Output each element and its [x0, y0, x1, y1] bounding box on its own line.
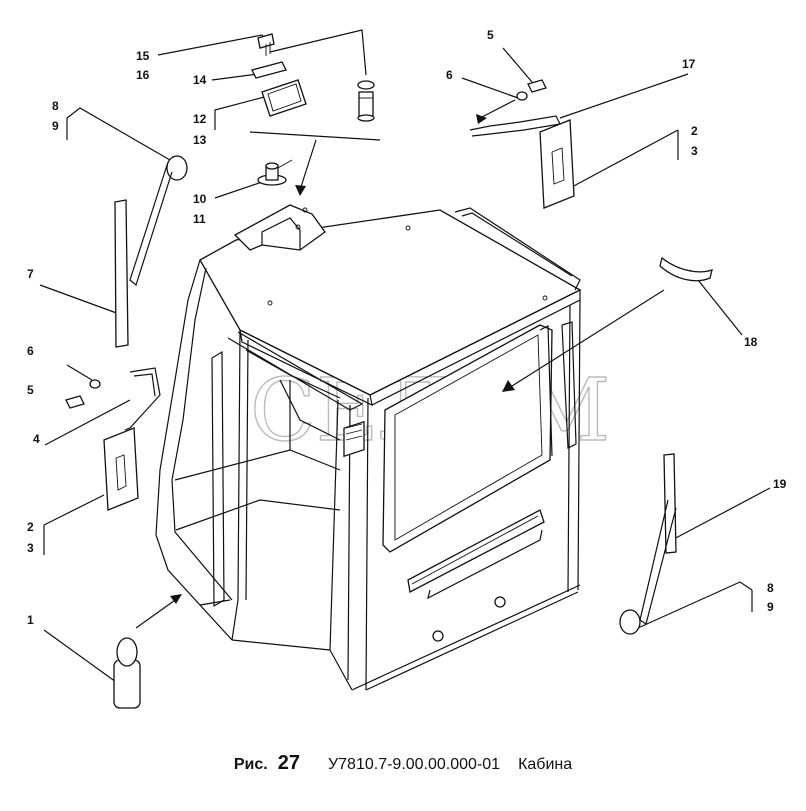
latch-bolt	[494, 596, 506, 608]
callout-18: 18	[744, 335, 758, 349]
part-seal-18	[659, 256, 713, 282]
figure-title: Кабина	[518, 756, 573, 773]
part-mirror-bracket-left	[65, 367, 161, 431]
callout-3-right: 3	[691, 144, 698, 158]
part-antenna-base-10	[257, 159, 293, 186]
loose-parts	[65, 33, 713, 709]
figure-label: Рис.	[233, 756, 268, 773]
callout-12: 12	[193, 112, 207, 126]
callout-13: 13	[193, 133, 207, 147]
callout-9-left: 9	[52, 119, 59, 133]
callout-6-left: 6	[27, 344, 34, 358]
part-mirror-right	[469, 79, 575, 209]
callout-10: 10	[193, 192, 207, 206]
vent-grille	[343, 420, 365, 458]
roof-bracket	[233, 204, 326, 251]
drawing-code: У7810.7-9.00.00.000-01	[327, 756, 501, 773]
callout-17: 17	[682, 57, 696, 71]
cabin-body	[155, 204, 582, 691]
part-wiper-right	[619, 453, 677, 635]
part-mirror-left	[103, 427, 139, 511]
part-bolt	[357, 80, 375, 122]
callout-4: 4	[33, 432, 40, 446]
callout-16: 16	[136, 68, 150, 82]
callout-11: 11	[193, 212, 206, 226]
part-clip-15	[257, 33, 275, 56]
part-wiper-left	[114, 155, 188, 348]
callout-2-left: 2	[27, 520, 34, 534]
callout-5-left: 5	[27, 383, 34, 397]
leader-lines	[39, 29, 771, 683]
latch-bolt	[432, 630, 444, 642]
part-lamp-1	[113, 637, 141, 709]
callout-6-right: 6	[446, 68, 453, 82]
callout-9-right: 9	[767, 600, 774, 614]
callout-7: 7	[27, 267, 34, 281]
callout-8-left: 8	[52, 99, 59, 113]
figure-number: 27	[277, 752, 300, 774]
part-plate-14	[251, 61, 287, 79]
callout-5-right: 5	[487, 28, 494, 42]
callout-numbers: 15 16 14 12 13 10 11 8 9 7 6 5 4 2 3 1 5…	[27, 28, 787, 627]
callout-19: 19	[773, 477, 787, 491]
handrail-lower	[407, 509, 545, 593]
part-gasket-12	[261, 79, 307, 117]
callout-2-right: 2	[691, 124, 698, 138]
callout-14: 14	[193, 73, 207, 87]
callout-3-left: 3	[27, 541, 34, 555]
callout-15: 15	[136, 49, 150, 63]
callout-1: 1	[27, 613, 34, 627]
figure-caption: Рис. 27 У7810.7-9.00.00.000-01 Кабина	[0, 752, 806, 782]
callout-8-right: 8	[767, 581, 774, 595]
side-window	[382, 324, 553, 553]
